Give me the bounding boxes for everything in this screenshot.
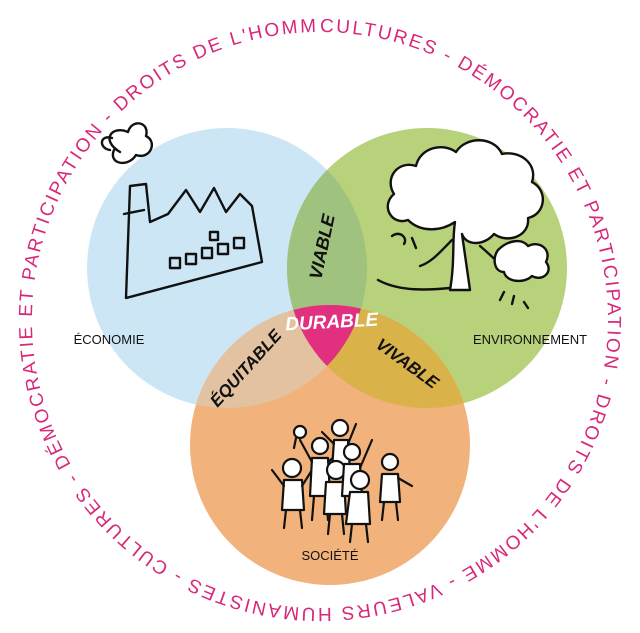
durable-label: DURABLE <box>285 310 380 336</box>
economie-label: ÉCONOMIE <box>74 332 145 347</box>
vivable-overlap <box>287 305 470 408</box>
equitable-overlap <box>190 305 367 408</box>
factory-icon <box>100 122 264 300</box>
people-icon <box>270 418 414 544</box>
societe-label: SOCIÉTÉ <box>301 548 358 563</box>
tree-icon <box>376 139 550 310</box>
environnement-label: ENVIRONNEMENT <box>473 332 587 347</box>
